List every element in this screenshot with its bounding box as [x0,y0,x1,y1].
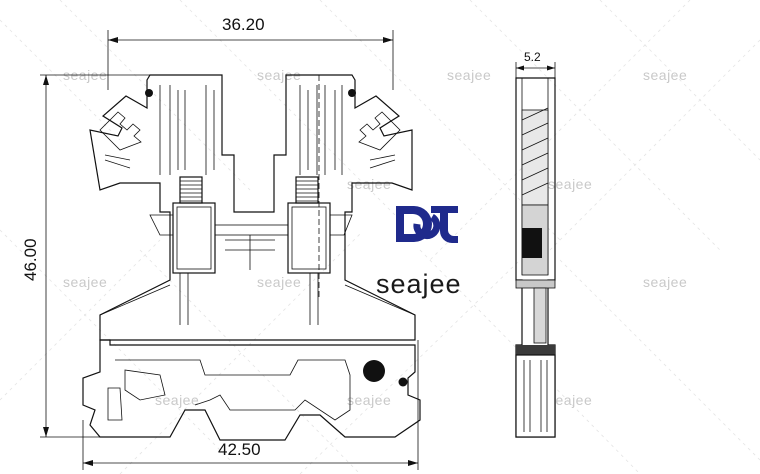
watermark: seajee [548,392,592,408]
top-width-label: 36.20 [222,15,265,34]
side-view: 5.2 [515,50,556,438]
watermark: seajee [447,67,491,83]
front-view [89,74,416,341]
dimension-top: 36.20 [107,15,394,90]
side-thickness-label: 5.2 [524,50,541,64]
rail-foot [82,339,421,441]
watermark: seajee [347,392,391,408]
height-label: 46.00 [21,238,40,281]
watermark: seajee [347,176,391,192]
watermark: seajee [257,274,301,290]
watermark: seajee [257,67,301,83]
dimension-bottom: 42.50 [82,340,419,470]
brand-wordmark: seajee [376,269,462,299]
watermark: seajee [155,392,199,408]
pd-logo-icon [396,206,458,243]
watermark: seajee [643,274,687,290]
dimension-height: 46.00 [21,74,150,438]
bottom-width-label: 42.50 [218,440,261,459]
watermark: seajee [643,67,687,83]
watermark: seajee [63,274,107,290]
watermark: seajee [548,176,592,192]
watermarks: seajee seajee seajee seajee seajee seaje… [63,67,687,408]
